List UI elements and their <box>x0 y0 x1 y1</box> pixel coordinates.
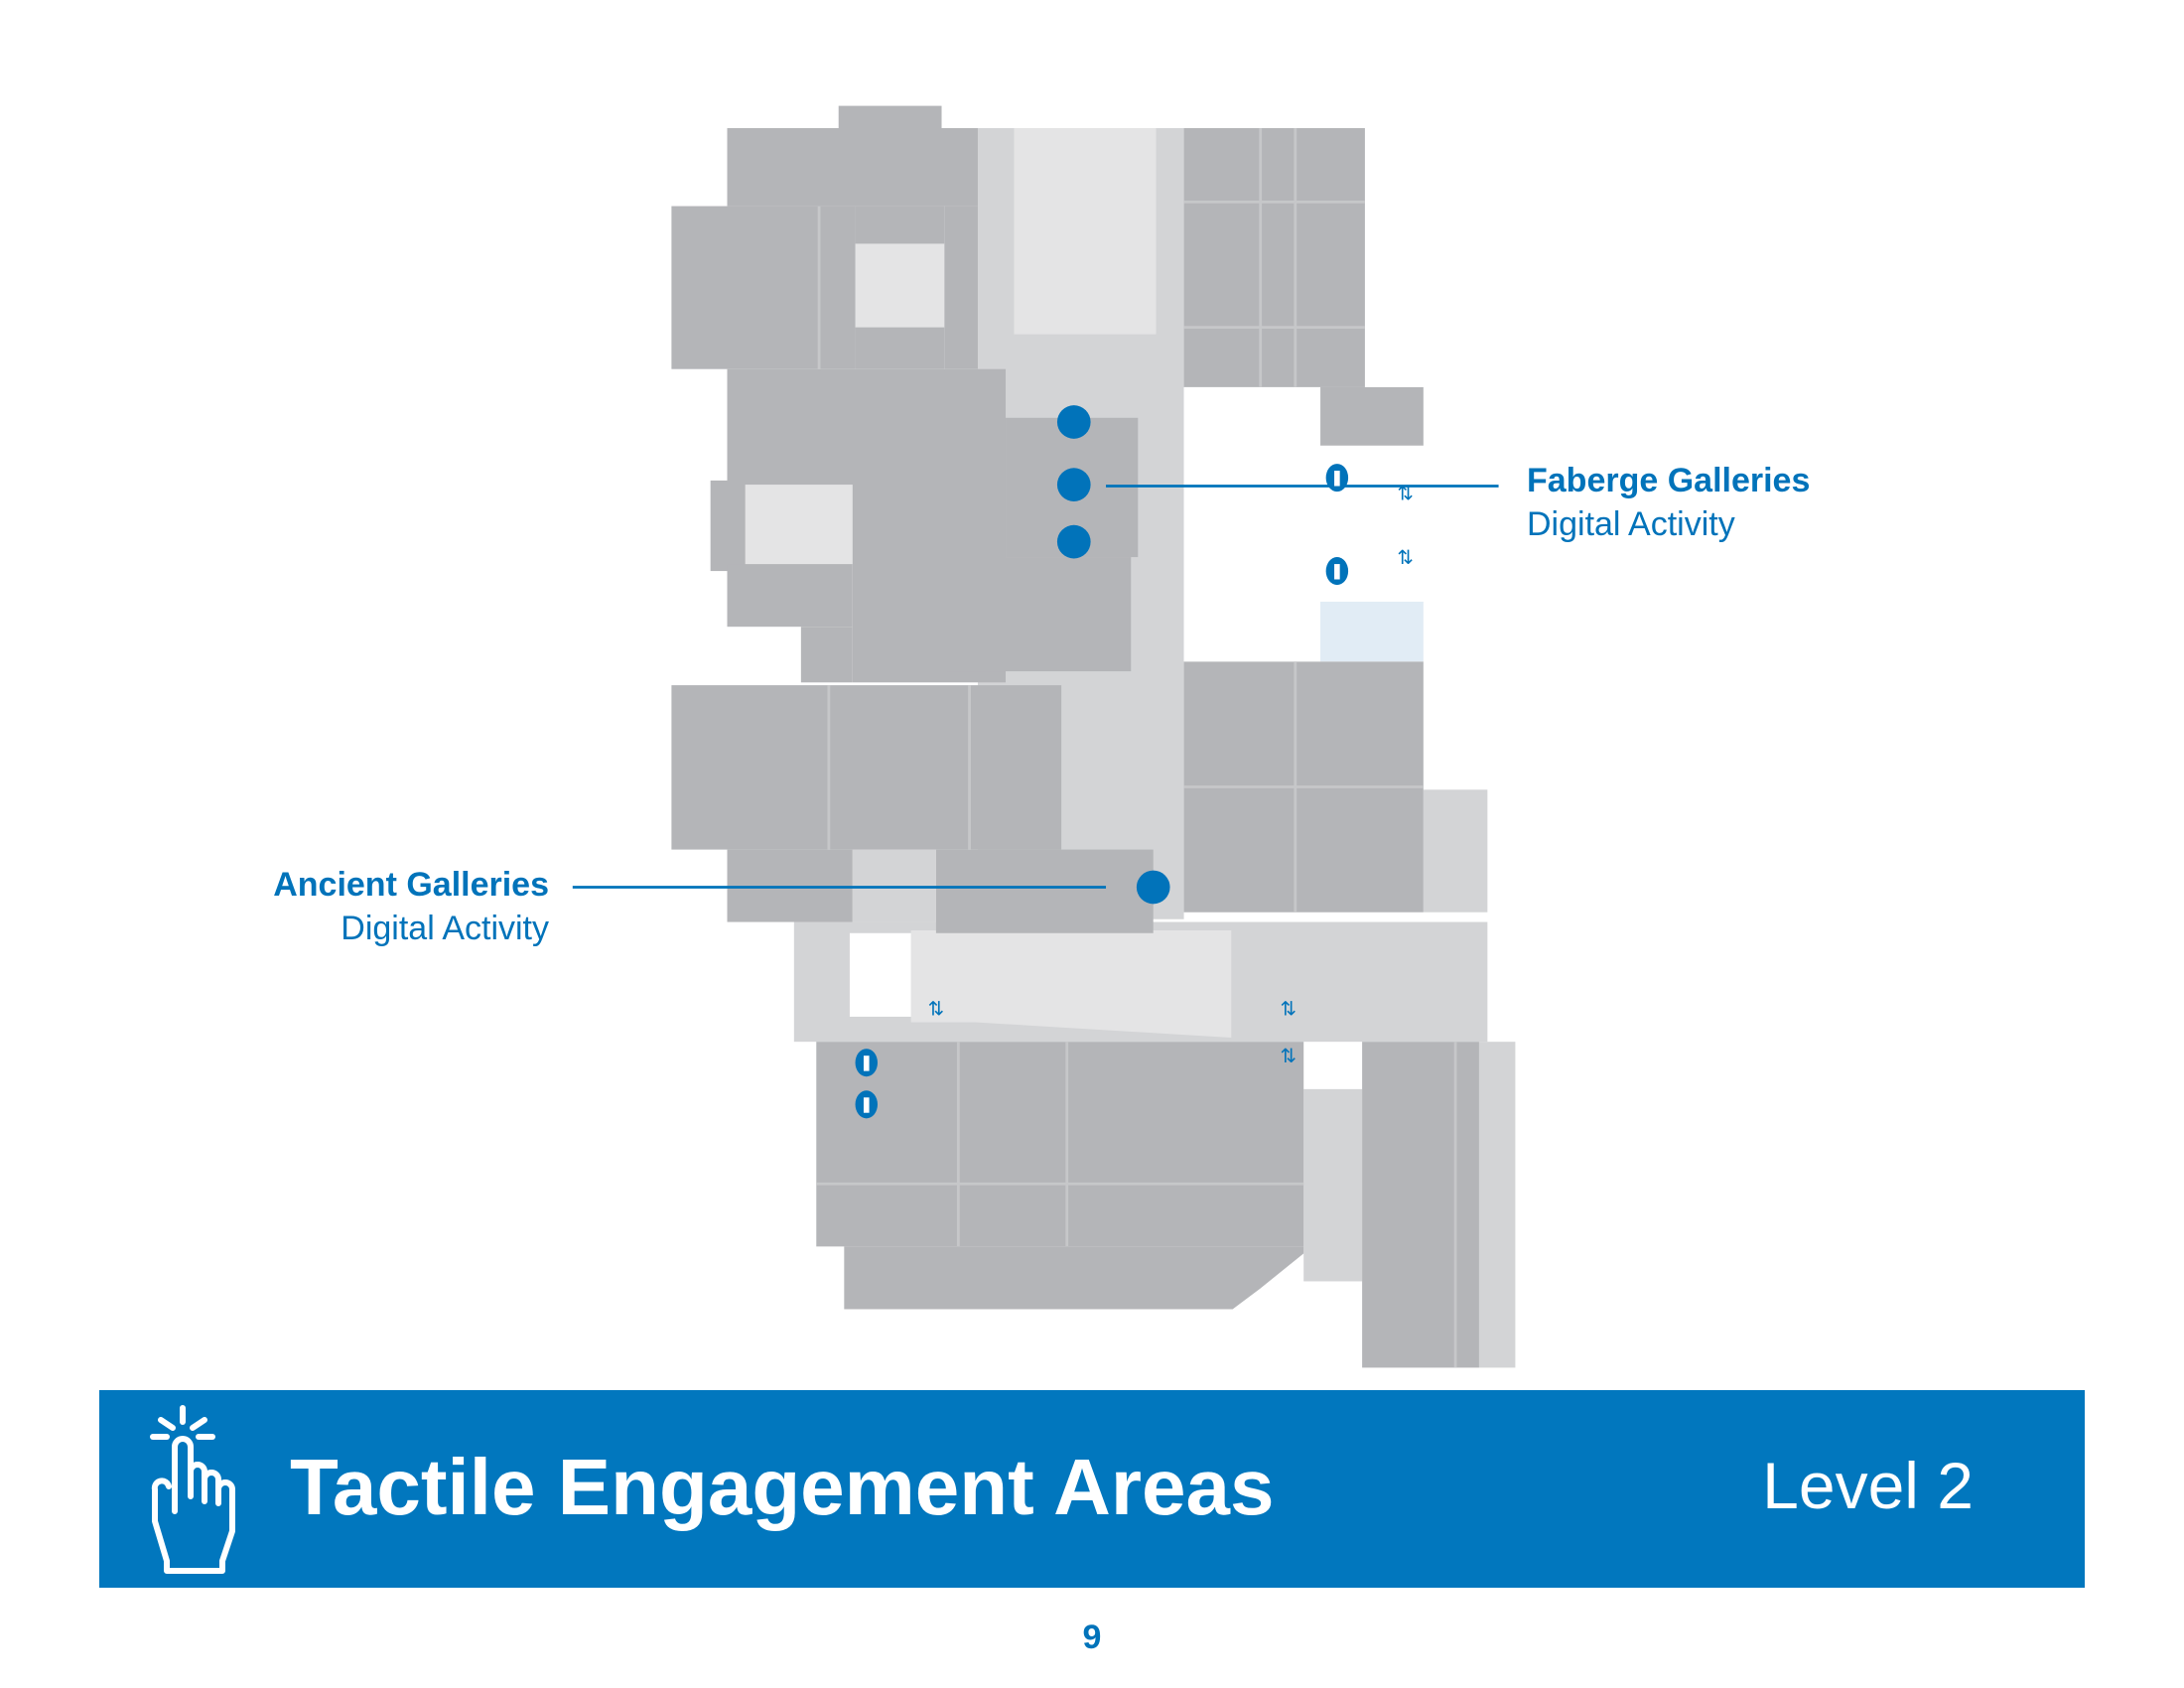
light-areas <box>745 128 1232 1038</box>
elevator-icon: ⇅ <box>1281 1045 1297 1067</box>
restroom-icon <box>1325 464 1349 492</box>
elevator-icon: ⇅ <box>1397 546 1413 569</box>
ancient-galleries-title: Ancient Galleries <box>273 866 549 904</box>
highlight-area <box>1320 601 1424 662</box>
faberge-galleries-label: Faberge Galleries Digital Activity <box>1527 459 1810 546</box>
faberge-marker-2 <box>1056 468 1091 501</box>
gallery-dividers <box>816 128 1457 1368</box>
page-number: 9 <box>1082 1618 1102 1656</box>
elevator-icon: ⇅ <box>1397 483 1413 505</box>
tap-hand-icon <box>150 1405 235 1574</box>
faberge-marker-1 <box>1056 405 1091 439</box>
faberge-galleries-subtitle: Digital Activity <box>1527 505 1735 544</box>
ancient-galleries-subtitle: Digital Activity <box>341 910 549 948</box>
banner-title: Tactile Engagement Areas <box>290 1443 1275 1531</box>
ancient-marker <box>1136 870 1170 905</box>
elevator-icon: ⇅ <box>1281 998 1297 1021</box>
connector-lines <box>572 485 1499 889</box>
galleries <box>671 105 1479 1368</box>
ancient-galleries-label: Ancient Galleries Digital Activity <box>273 863 549 950</box>
restroom-icon <box>1325 557 1349 586</box>
elevator-icon: ⇅ <box>928 998 944 1021</box>
restroom-icon <box>855 1090 878 1119</box>
faberge-marker-3 <box>1056 524 1091 559</box>
restroom-icon <box>855 1049 878 1077</box>
activity-markers <box>1056 405 1170 905</box>
restroom-icons <box>855 464 1349 1119</box>
elevator-icons: ⇅ ⇅ ⇅ ⇅ ⇅ <box>928 483 1414 1068</box>
faberge-galleries-title: Faberge Galleries <box>1527 462 1811 499</box>
title-banner: Tactile Engagement Areas Level 2 <box>99 1390 2085 1588</box>
white-areas <box>849 386 1424 1017</box>
level-indicator: Level 2 <box>1762 1449 1974 1522</box>
